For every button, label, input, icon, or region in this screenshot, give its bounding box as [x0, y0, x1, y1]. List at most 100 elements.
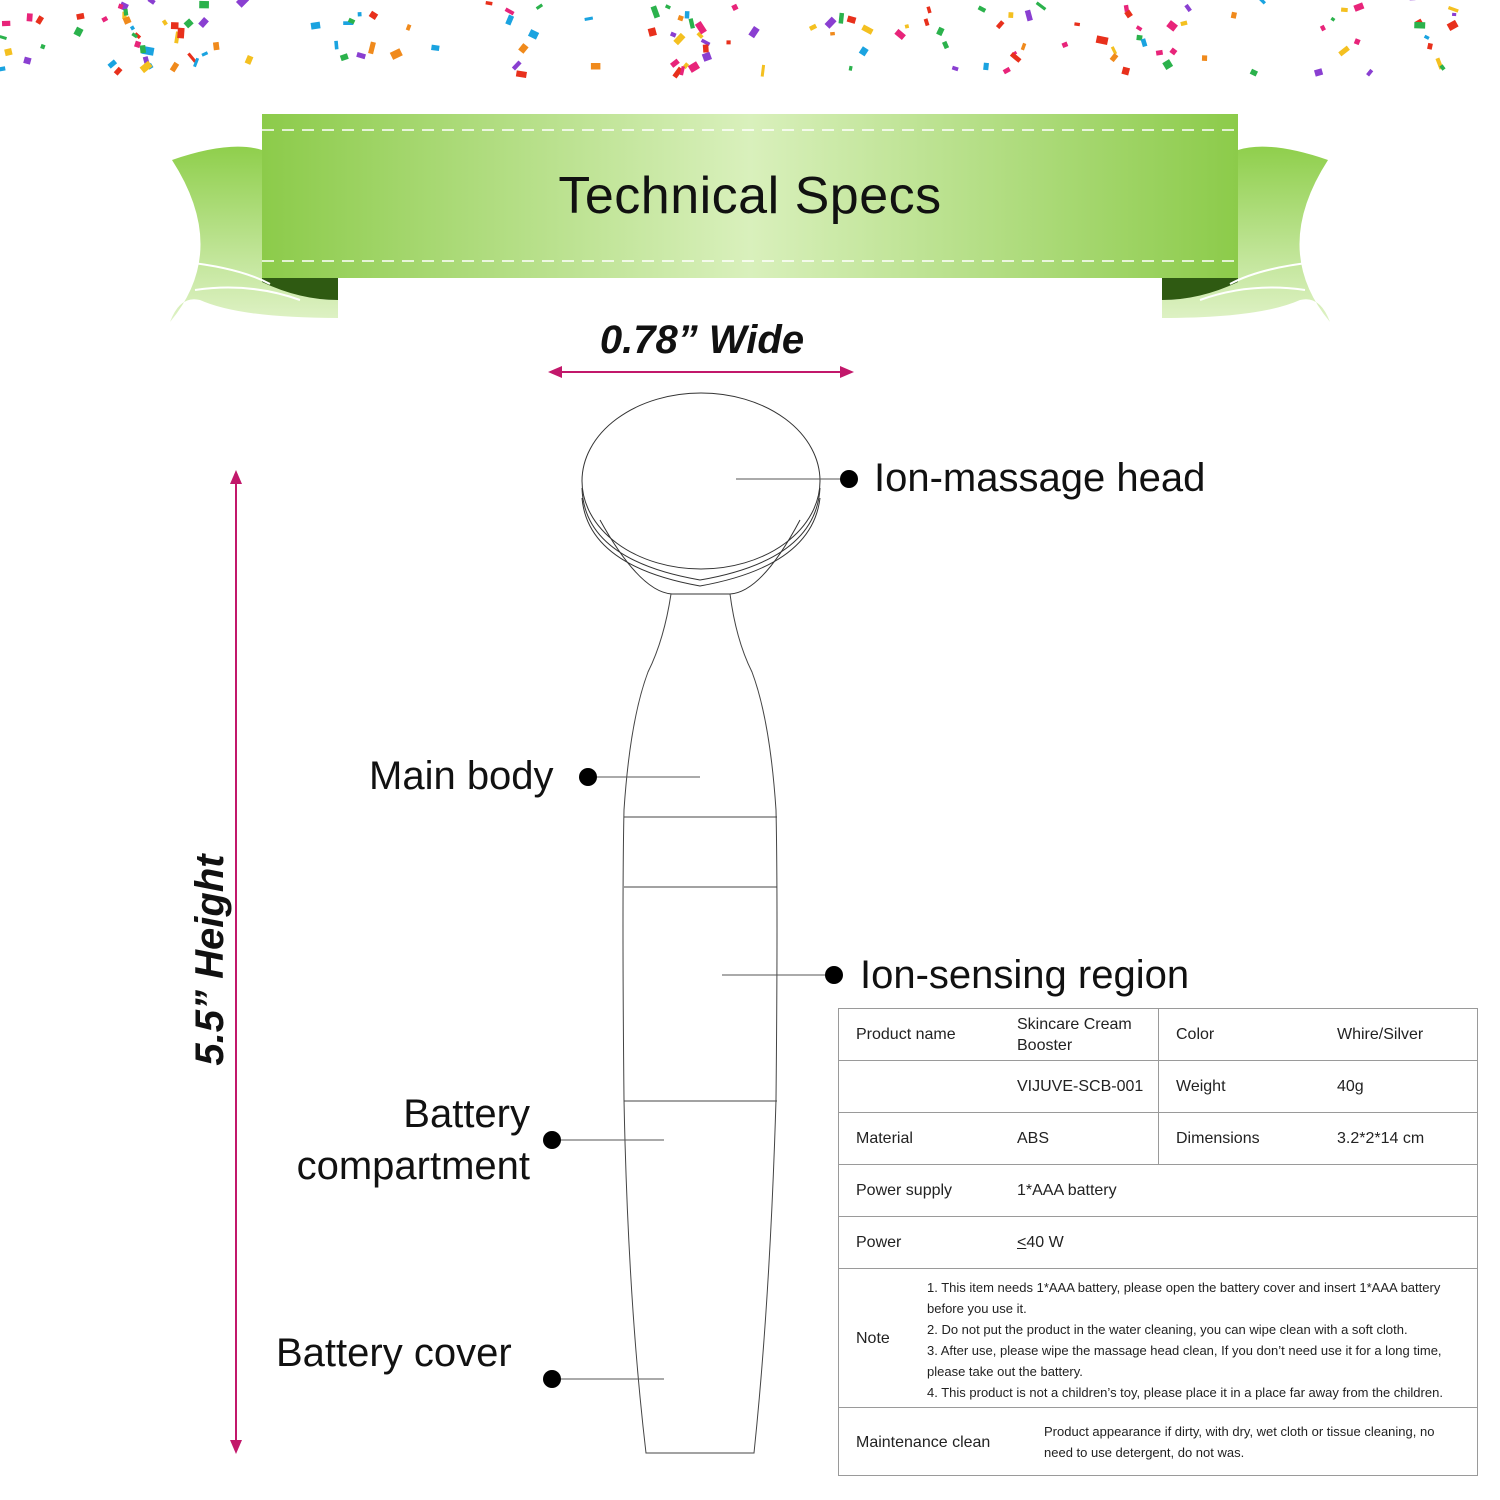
- confetti-piece: [669, 31, 677, 38]
- confetti-piece: [1123, 4, 1130, 13]
- confetti-piece: [1121, 66, 1131, 76]
- confetti-piece: [731, 3, 739, 12]
- confetti-piece: [1366, 68, 1374, 77]
- material-value: ABS: [1017, 1130, 1050, 1147]
- confetti-piece: [694, 20, 707, 35]
- confetti-piece: [1353, 2, 1365, 12]
- product-name-label: Product name: [856, 1026, 956, 1043]
- confetti-piece: [177, 27, 185, 39]
- model-value: VIJUVE-SCB-001: [1017, 1078, 1144, 1095]
- confetti-piece: [1427, 42, 1433, 50]
- confetti-piece: [40, 43, 46, 50]
- maintenance-label: Maintenance clean: [856, 1433, 991, 1451]
- confetti-piece: [1162, 59, 1174, 70]
- confetti-piece: [235, 0, 250, 8]
- battery-compartment-dot: [543, 1131, 561, 1149]
- color-label: Color: [1176, 1026, 1215, 1043]
- confetti-piece: [700, 38, 711, 46]
- confetti-piece: [76, 12, 85, 20]
- confetti-piece: [101, 15, 109, 23]
- confetti-piece: [1180, 20, 1188, 27]
- ion-sensing-region-dot: [825, 966, 843, 984]
- confetti-piece: [977, 5, 987, 13]
- table-row: Power <40 W: [839, 1217, 1477, 1269]
- confetti-piece: [122, 16, 132, 25]
- confetti-piece: [1074, 22, 1081, 27]
- width-label: 0.78” Wide: [599, 318, 805, 362]
- note-item: 2. Do not put the product in the water c…: [927, 1322, 1408, 1337]
- confetti-piece: [123, 8, 129, 16]
- confetti-piece: [590, 63, 601, 70]
- confetti-piece: [830, 31, 835, 36]
- confetti-piece: [1451, 12, 1457, 17]
- confetti-piece: [995, 20, 1005, 30]
- table-row: Material ABS Dimensions 3.2*2*14 cm: [839, 1113, 1477, 1165]
- main-body-dot: [579, 768, 597, 786]
- weight-label: Weight: [1176, 1078, 1226, 1095]
- specs-table: Product name Skincare Cream Booster Colo…: [838, 1008, 1478, 1476]
- confetti-piece: [139, 45, 146, 54]
- battery-cover-label: Battery cover: [276, 1331, 512, 1375]
- product-name-value: Skincare Cream Booster: [1017, 1015, 1132, 1054]
- confetti-piece: [107, 59, 118, 69]
- confetti-piece: [504, 7, 515, 16]
- confetti-piece: [684, 11, 690, 19]
- confetti-piece: [1201, 55, 1208, 61]
- confetti-piece: [904, 24, 910, 29]
- confetti-piece: [131, 32, 138, 39]
- confetti-piece: [1313, 68, 1324, 77]
- confetti-piece: [1009, 51, 1022, 63]
- confetti-piece: [688, 18, 695, 29]
- confetti-piece: [212, 41, 220, 51]
- note-list: 1. This item needs 1*AAA battery, please…: [927, 1269, 1467, 1407]
- confetti-piece: [679, 66, 685, 76]
- ribbon-left-tail: [170, 146, 338, 322]
- confetti-piece: [824, 16, 837, 29]
- note-item: 1. This item needs 1*AAA battery, please…: [927, 1280, 1441, 1316]
- confetti-piece: [1061, 41, 1069, 49]
- note-item: 3. After use, please wipe the massage he…: [927, 1343, 1442, 1379]
- ribbon-right-tail: [1162, 146, 1330, 322]
- confetti-piece: [485, 0, 493, 6]
- confetti-piece: [848, 65, 853, 71]
- confetti-piece: [861, 24, 874, 35]
- confetti-piece: [1414, 21, 1426, 29]
- confetti-piece: [1135, 25, 1143, 32]
- confetti-piece: [505, 14, 515, 26]
- confetti-piece: [1155, 49, 1164, 56]
- confetti-piece: [199, 0, 209, 9]
- confetti-piece: [535, 3, 544, 10]
- confetti-piece: [139, 60, 153, 74]
- confetti-piece: [389, 48, 403, 60]
- confetti-piece: [1, 20, 11, 27]
- confetti-piece: [431, 44, 440, 52]
- confetti-piece: [926, 6, 932, 14]
- confetti-piece: [1110, 46, 1118, 55]
- confetti-piece: [1423, 34, 1430, 40]
- table-row: Power supply 1*AAA battery: [839, 1165, 1477, 1217]
- confetti-piece: [117, 3, 124, 10]
- confetti-piece: [672, 66, 683, 79]
- confetti-piece: [1136, 34, 1143, 41]
- confetti-piece: [846, 15, 857, 24]
- power-value: <40 W: [1017, 1217, 1064, 1268]
- confetti-piece: [147, 0, 156, 5]
- confetti-piece: [244, 54, 254, 65]
- confetti-piece: [1447, 6, 1459, 13]
- confetti-piece: [1035, 1, 1047, 11]
- confetti-piece: [983, 62, 989, 71]
- confetti-piece: [808, 23, 818, 31]
- confetti-piece: [687, 61, 701, 73]
- confetti-piece: [1330, 16, 1336, 22]
- confetti-piece: [726, 40, 731, 45]
- confetti-piece: [129, 25, 136, 31]
- confetti-piece: [183, 18, 194, 29]
- confetti-piece: [0, 35, 7, 41]
- power-label: Power: [856, 1234, 902, 1251]
- ion-massage-head-dot: [840, 470, 858, 488]
- device-body-shape: [622, 593, 778, 1454]
- ribbon-banner: [170, 114, 1330, 322]
- confetti-piece: [1024, 9, 1033, 22]
- confetti-piece: [113, 66, 123, 76]
- weight-value: 40g: [1337, 1078, 1364, 1095]
